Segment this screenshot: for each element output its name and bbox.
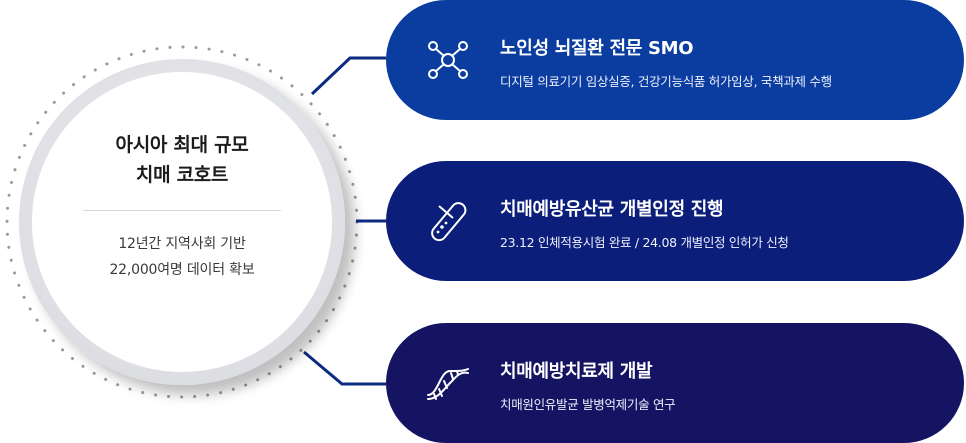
card-description: 디지털 의료기기 임상실증, 건강기능식품 허가임상, 국책과제 수행 <box>500 74 832 89</box>
feature-card-smo: 노인성 뇌질환 전문 SMO 디지털 의료기기 임상실증, 건강기능식품 허가임… <box>386 0 964 120</box>
feature-card-probiotic: 치매예방유산균 개별인정 진행 23.12 인체적용시험 완료 / 24.08 … <box>386 161 964 281</box>
test-tube-icon <box>431 202 467 242</box>
card-description: 치매원인유발균 발병억제기술 연구 <box>500 397 676 412</box>
connector-line-top <box>310 56 386 96</box>
center-title-line2: 치매 코호트 <box>135 164 229 186</box>
card-title: 노인성 뇌질환 전문 SMO <box>500 38 694 59</box>
card-title: 치매예방유산균 개별인정 진행 <box>500 199 724 220</box>
center-circle-disc <box>32 72 332 372</box>
center-divider <box>83 210 281 211</box>
molecule-network-icon <box>428 41 468 79</box>
center-sub-line1: 12년간 지역사회 기반 <box>118 236 246 252</box>
card-description: 23.12 인체적용시험 완료 / 24.08 개별인정 인허가 신청 <box>500 235 789 250</box>
feature-card-therapeutic: 치매예방치료제 개발 치매원인유발균 발병억제기술 연구 <box>386 323 964 443</box>
card-title: 치매예방치료제 개발 <box>500 361 653 382</box>
center-sub-line2: 22,000여명 데이터 확보 <box>109 262 255 278</box>
dna-icon <box>427 368 469 400</box>
center-text-block: 아시아 최대 규모 치매 코호트 12년간 지역사회 기반 22,000여명 데… <box>58 130 306 283</box>
connector-line-bottom <box>303 350 386 386</box>
center-title-line1: 아시아 최대 규모 <box>115 134 249 156</box>
